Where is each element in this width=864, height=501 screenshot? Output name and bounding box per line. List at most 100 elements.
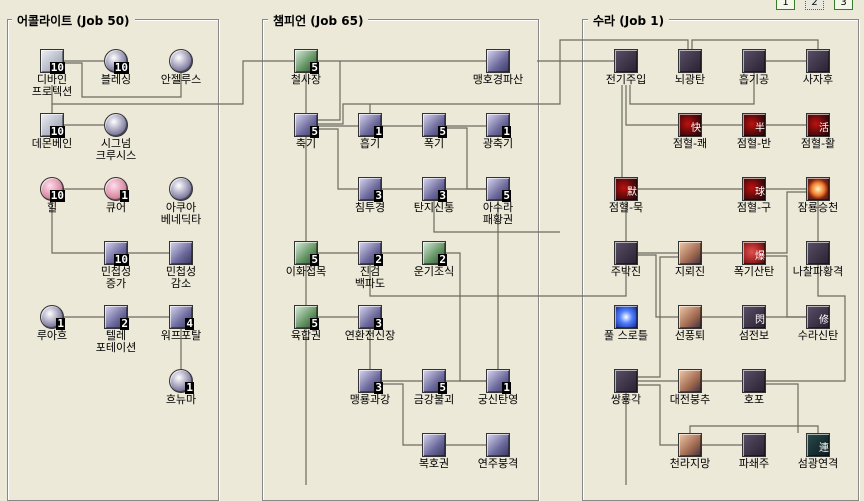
crescent-moon-icon[interactable] <box>742 433 766 457</box>
demon-bane-book-icon[interactable]: 10 <box>40 113 65 138</box>
skill-signum-crucis[interactable]: 시그넘 크루시스 <box>81 113 151 162</box>
multi-fist-icon[interactable] <box>678 433 702 457</box>
skill-earth-shaker[interactable]: 지뢰진 <box>655 241 725 278</box>
skill-sky-net-blow[interactable]: 선풍퇴 <box>655 305 725 342</box>
heart-icon[interactable]: 10 <box>40 177 65 202</box>
lightning-bolt-icon[interactable] <box>678 49 702 73</box>
skill-decrease-agi[interactable]: 민첩성 감소 <box>146 241 216 290</box>
pressure-point-icon[interactable]: 半 <box>742 113 766 137</box>
chain-crush-icon[interactable] <box>422 433 446 457</box>
energy-burst-icon[interactable] <box>614 305 638 329</box>
skill-cursed-circle[interactable]: 주박진 <box>591 241 661 278</box>
skill-lightning-ride[interactable]: 뇌광탄 <box>655 49 725 86</box>
skill-lightning-infusion[interactable]: 전기주입 <box>591 49 661 86</box>
angelus-orb-icon[interactable] <box>169 49 193 73</box>
asura-icon[interactable]: 5 <box>486 177 511 202</box>
pressure-point-icon[interactable]: 默 <box>614 177 638 201</box>
kick-icon[interactable] <box>678 305 702 329</box>
pressure-point-icon[interactable]: 活 <box>806 113 830 137</box>
page-button-1[interactable]: 1 <box>776 0 795 10</box>
flash-step-icon[interactable]: 閃 <box>742 305 766 329</box>
flash-combo-icon[interactable]: 連 <box>806 433 830 457</box>
triple-blow-icon[interactable]: 5 <box>294 305 319 330</box>
page-button-2[interactable]: 2 <box>805 0 824 10</box>
skill-knuckle-arrow[interactable]: 천라지망 <box>655 433 725 470</box>
skill-chain-crush-combo[interactable]: 복호권 <box>399 433 469 470</box>
blessing-orb-icon[interactable]: 10 <box>104 49 129 74</box>
palm-icon[interactable]: 5 <box>294 49 319 74</box>
palm-wave-icon[interactable]: 2 <box>358 241 383 266</box>
skill-lion-roar[interactable]: 사자후 <box>783 49 853 86</box>
dodge-icon[interactable]: 5 <box>294 241 319 266</box>
tiger-cannon-icon[interactable] <box>486 49 510 73</box>
dragon-orb-icon[interactable] <box>806 177 830 201</box>
spiral-icon[interactable]: 修 <box>806 305 830 329</box>
heart-sparkle-icon[interactable]: 1 <box>104 177 129 202</box>
skill-dragon-combo[interactable]: 쌍룡각 <box>591 369 661 406</box>
snap-icon[interactable]: 1 <box>486 369 511 394</box>
zen-icon[interactable]: 1 <box>486 113 511 138</box>
skill-tiger-fist[interactable]: 대전붕추 <box>655 369 725 406</box>
absorb-icon[interactable]: 1 <box>358 113 383 138</box>
hell-gate-icon[interactable] <box>806 241 830 265</box>
skill-full-throttle[interactable]: 풀 스로틀 <box>591 305 661 342</box>
teleport-icon[interactable]: 2 <box>104 305 129 330</box>
dragon-kick-icon[interactable] <box>614 369 638 393</box>
cross-orb-icon[interactable] <box>104 113 128 137</box>
page-button-3[interactable]: 3 <box>834 0 853 10</box>
meditation-icon[interactable]: 2 <box>422 241 447 266</box>
impact-icon[interactable]: 3 <box>358 177 383 202</box>
skill-aqua-benedicta[interactable]: 아쿠아 베네딕타 <box>146 177 216 226</box>
skill-angelus[interactable]: 안젤루스 <box>146 49 216 86</box>
pressure-point-icon[interactable]: 快 <box>678 113 702 137</box>
mental-strength-icon[interactable]: 5 <box>422 369 447 394</box>
skill-tiger-cannon[interactable]: 맹호경파산 <box>463 49 533 86</box>
skill-rising-dragon[interactable]: 잠룡승천 <box>783 177 853 214</box>
fists-icon[interactable] <box>678 369 702 393</box>
pneuma-orb-icon[interactable]: 1 <box>169 369 194 394</box>
spirit-icon[interactable]: 5 <box>294 113 319 138</box>
sparkles-icon[interactable] <box>742 49 766 73</box>
quadruple-blow-icon[interactable]: 3 <box>358 305 383 330</box>
stomp-icon[interactable] <box>678 241 702 265</box>
fury-icon[interactable]: 5 <box>422 113 447 138</box>
finger-icon[interactable]: 3 <box>422 177 447 202</box>
skill-howling[interactable]: 호포 <box>719 369 789 406</box>
shield-book-icon[interactable]: 10 <box>40 49 65 74</box>
skill-palm-push-strike[interactable]: 연주붕격 <box>463 433 533 470</box>
portal-swirl-icon[interactable]: 4 <box>169 305 194 330</box>
thrust-icon[interactable]: 3 <box>358 369 383 394</box>
skill-gate-of-hell-crescent[interactable]: 파쇄주 <box>719 433 789 470</box>
water-bottle-icon[interactable] <box>169 177 193 201</box>
lightning-hand-icon[interactable] <box>614 49 638 73</box>
palm-push-icon[interactable] <box>486 433 510 457</box>
explosion-icon[interactable]: 爆 <box>742 241 766 265</box>
